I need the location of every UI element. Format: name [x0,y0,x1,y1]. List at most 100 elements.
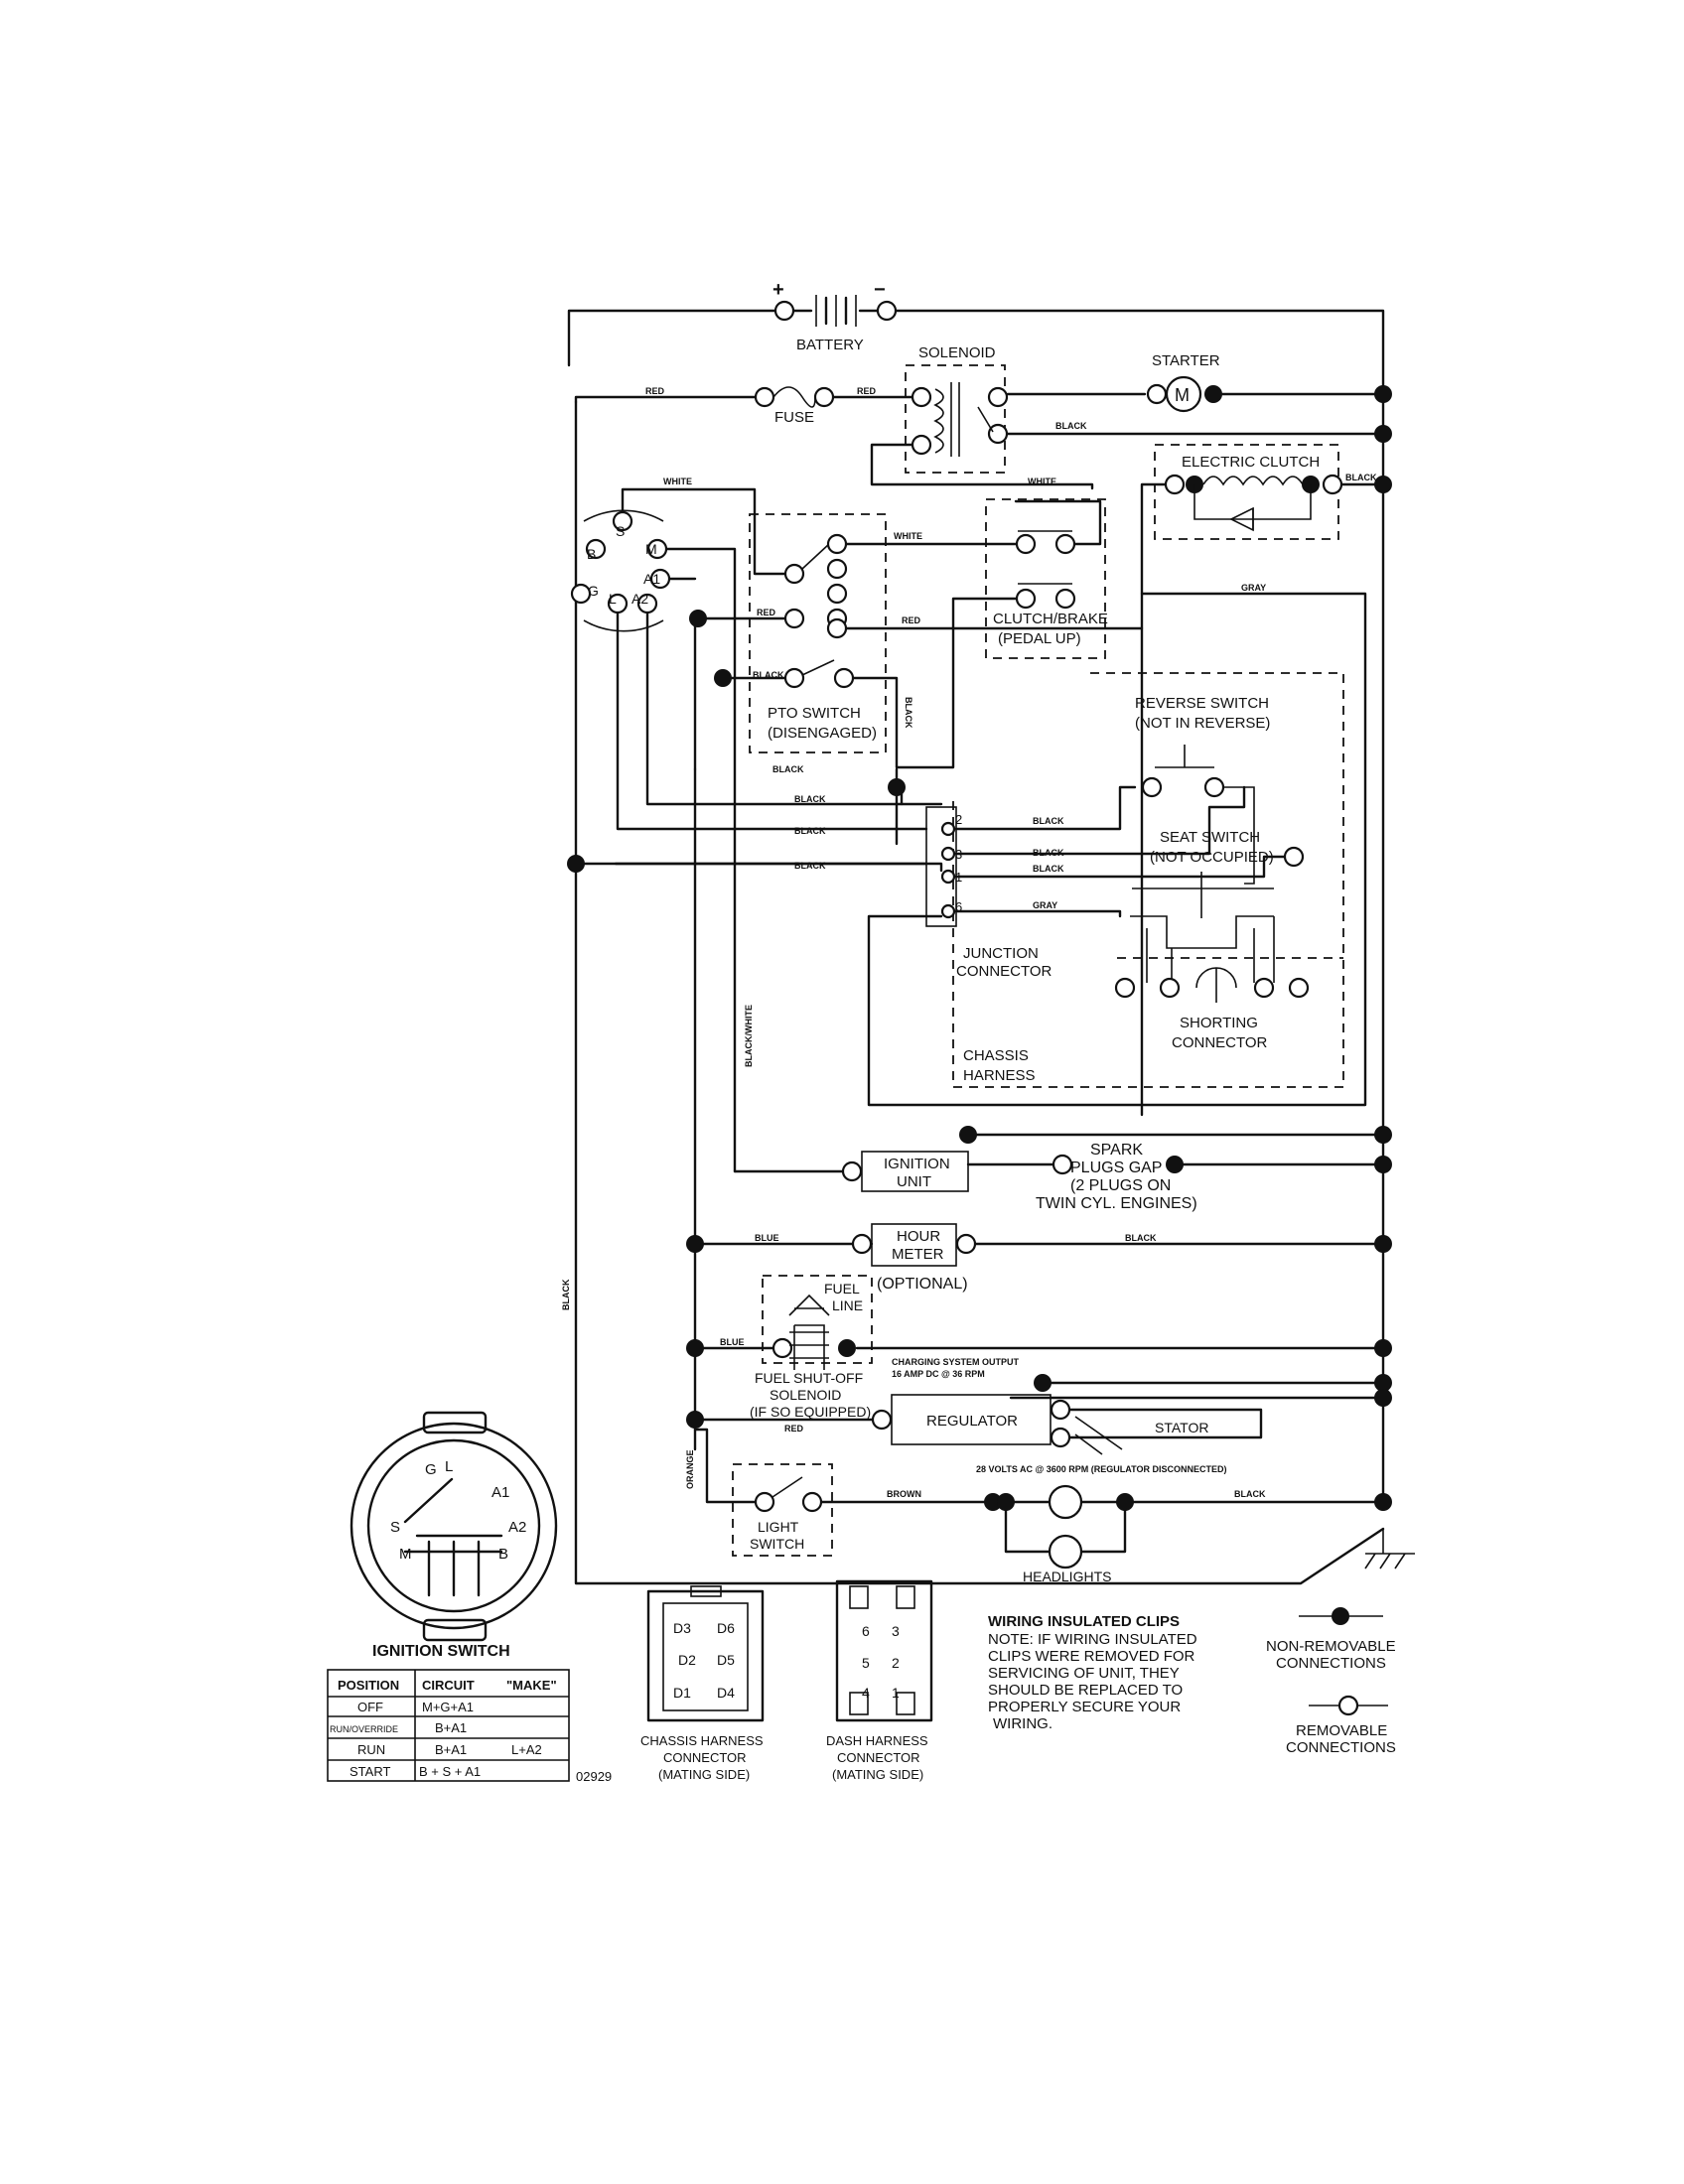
starter-motor-symbol: M [1175,385,1190,405]
wire-black-left-vert: BLACK [561,1279,571,1310]
note-line-2: CLIPS WERE REMOVED FOR [988,1648,1195,1665]
table-row-2-position: RUN/OVERRIDE [330,1724,398,1734]
regulator-label: REGULATOR [926,1413,1018,1430]
battery: + − BATTERY [772,279,898,353]
wire-black-starter: BLACK [1055,421,1087,431]
stator-label: STATOR [1155,1420,1208,1435]
legend: NON-REMOVABLE CONNECTIONS REMOVABLE CONN… [1266,1607,1396,1756]
wire-brown: BROWN [887,1489,921,1499]
junction-label-1: JUNCTION [963,945,1039,962]
spark-label-3: (2 PLUGS ON [1070,1177,1171,1194]
fuse: FUSE RED RED [645,386,877,426]
electric-clutch-label: ELECTRIC CLUTCH [1182,454,1320,471]
wire-orange: ORANGE [685,1449,695,1489]
hour-meter-label-3: (OPTIONAL) [877,1276,968,1293]
solenoid-label: SOLENOID [918,344,996,361]
table-row-4-position: START [350,1764,390,1779]
face-a1: A1 [491,1484,509,1501]
starter: STARTER M BLACK [1055,352,1222,431]
note-line-3: SERVICING OF UNIT, THEY [988,1665,1180,1682]
dash-conn-label-2: CONNECTOR [837,1750,920,1765]
chassis-conn-label-2: CONNECTOR [663,1750,747,1765]
ignition-unit-label-2: UNIT [897,1173,931,1190]
chassis-pin-d1: D1 [673,1685,691,1701]
table-row-3-make: L+A2 [511,1742,542,1757]
chassis-harness-label-2: HARNESS [963,1067,1036,1084]
table-row-1-circuit: M+G+A1 [422,1700,474,1714]
legend-removable-1: REMOVABLE [1296,1722,1387,1739]
chassis-conn-label-1: CHASSIS HARNESS [640,1733,764,1748]
pto-switch-label-2: (DISENGAGED) [768,725,877,742]
light-switch-label-2: SWITCH [750,1536,804,1552]
dash-harness-connector: 6 3 5 2 4 1 DASH HARNESS CONNECTOR (MATI… [826,1579,933,1782]
fuel-solenoid: FUEL LINE BLUE FUEL SHUT-OFF SOLENOID (I… [686,1281,1392,1420]
dash-pin-2: 2 [892,1655,900,1671]
hour-meter: HOUR METER (OPTIONAL) BLUE BLACK [686,1223,1392,1293]
face-b: B [498,1546,508,1563]
dash-conn-label-3: (MATING SIDE) [832,1767,923,1782]
dash-pin-4: 4 [862,1685,870,1701]
regulator: CHARGING SYSTEM OUTPUT 16 AMP DC @ 36 RP… [686,1357,1392,1474]
legend-removable-2: CONNECTIONS [1286,1739,1396,1756]
wire-black-white-vert: BLACK/WHITE [744,1005,754,1067]
table-header-make: "MAKE" [506,1678,557,1693]
wire-white-3: WHITE [1028,477,1056,486]
ignition-switch-table: POSITION CIRCUIT "MAKE" OFF M+G+A1 RUN/O… [327,1669,612,1784]
fuel-line-label-1: FUEL [824,1281,860,1297]
battery-label: BATTERY [796,337,864,353]
light-switch-label-1: LIGHT [758,1519,799,1535]
table-row-4-circuit: B + S + A1 [419,1764,481,1779]
wire-gray-1: GRAY [1241,583,1266,593]
note-title: WIRING INSULATED CLIPS [988,1613,1180,1630]
face-m: M [399,1546,412,1563]
wire-gray-j6: GRAY [1033,900,1057,910]
ignition-switch-title: IGNITION SWITCH [372,1643,510,1660]
wire-black-row-1: BLACK [772,764,804,774]
diagram-code: 02929 [576,1769,612,1784]
table-row-2-circuit: B+A1 [435,1720,467,1735]
table-header-circuit: CIRCUIT [422,1678,475,1693]
wire-blue-1: BLUE [755,1233,779,1243]
fuel-solenoid-label-1: FUEL SHUT-OFF [755,1370,863,1386]
wire-red-1: RED [645,386,665,396]
wire-black-clutch: BLACK [1345,473,1377,482]
wire-white-2: WHITE [894,531,922,541]
wire-black-row-4: BLACK [794,861,826,871]
wire-black-j2: BLACK [1033,816,1064,826]
battery-neg-sign: − [874,279,886,301]
reverse-switch-label-2: (NOT IN REVERSE) [1135,715,1270,732]
dash-conn-label-1: DASH HARNESS [826,1733,928,1748]
stator-volts-label: 28 VOLTS AC @ 3600 RPM (REGULATOR DISCON… [976,1464,1226,1474]
wire-black-hour: BLACK [1125,1233,1157,1243]
table-header-position: POSITION [338,1678,399,1693]
fuel-solenoid-label-2: SOLENOID [770,1387,841,1403]
fuse-label: FUSE [774,409,814,426]
shorting-label-2: CONNECTOR [1172,1034,1268,1051]
chassis-pin-d5: D5 [717,1652,735,1668]
spark-label-2: PLUGS GAP [1070,1160,1162,1176]
dash-pin-3: 3 [892,1623,900,1639]
wire-white-s: WHITE [663,477,692,486]
table-row-3-position: RUN [357,1742,385,1757]
ignition-unit-label-1: IGNITION [884,1156,950,1172]
note-line-1: NOTE: IF WIRING INSULATED [988,1631,1197,1648]
hour-meter-label-2: METER [892,1246,944,1263]
headlights-label: HEADLIGHTS [1023,1569,1111,1584]
face-s: S [390,1519,400,1536]
chassis-conn-label-3: (MATING SIDE) [658,1767,750,1782]
junction-pin-6: 6 [955,899,962,914]
clutch-brake-label-2: (PEDAL UP) [998,630,1081,647]
legend-nonremovable-2: CONNECTIONS [1276,1655,1386,1672]
wire-blue-2: BLUE [720,1337,745,1347]
chassis-harness-connector: D3 D6 D2 D5 D1 D4 CHASSIS HARNESS CONNEC… [640,1585,765,1782]
seat-switch-label-1: SEAT SWITCH [1160,829,1260,846]
dash-pin-6: 6 [862,1623,870,1639]
chassis-harness-label-1: CHASSIS [963,1047,1029,1064]
fuel-line-label-2: LINE [832,1297,863,1313]
wire-black-row-2: BLACK [794,794,826,804]
junction-connector: 2 3 1 6 JUNCTION CONNECTOR CHASSIS HARNE… [925,806,1064,1084]
junction-pin-2: 2 [955,812,962,827]
junction-pin-3: 3 [955,847,962,862]
pto-switch-label-1: PTO SWITCH [768,705,861,722]
clutch-brake-label-1: CLUTCH/BRAKE [993,611,1108,627]
